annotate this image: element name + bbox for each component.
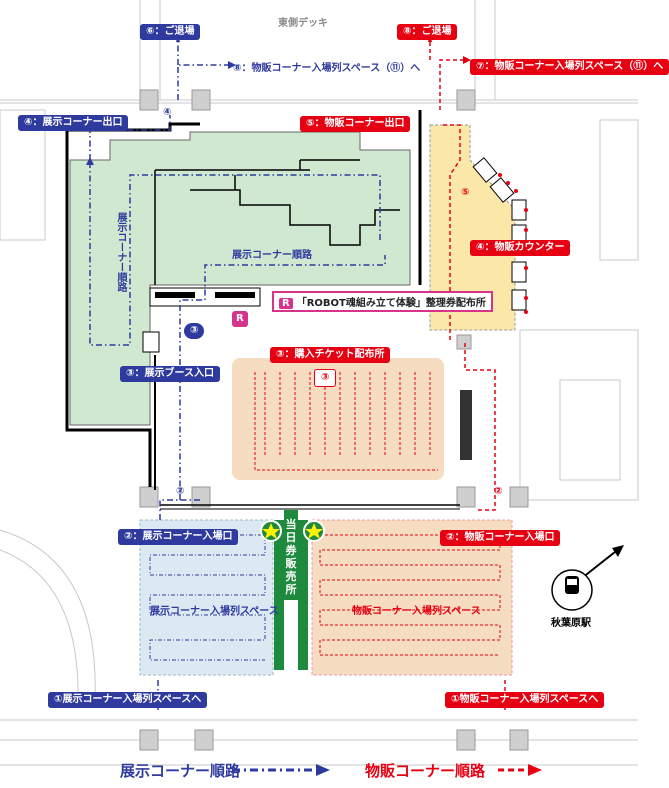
station-train-icon — [551, 545, 624, 611]
legend-goods-route: 物販コーナー順路 — [365, 762, 486, 780]
exhibit-route-vertical-label: 展示コーナー順路 — [115, 212, 126, 292]
robot-booth-bar — [155, 292, 195, 298]
goods-marker-3: ③ — [314, 369, 337, 387]
deck-label: 東側デッキ — [278, 18, 328, 29]
goods-marker-2: ② — [494, 486, 503, 497]
counter-dots — [498, 173, 528, 314]
exhibit-exit-gather-label: ⑥：ご退場 — [140, 24, 201, 40]
exhibit-to-queue-label: ①展示コーナー入場列スペースへ — [48, 692, 208, 708]
exhibit-route — [89, 40, 386, 710]
robot-marker: R — [232, 311, 248, 327]
goods-to-queue-space-label: ①物販コーナー入場列スペースへ — [445, 692, 605, 708]
exhibit-queue-lines — [149, 534, 266, 661]
goods-marker-5: ⑤ — [461, 187, 470, 198]
exhibit-exit-label: ④：展示コーナー出口 — [18, 115, 129, 131]
legend-exhibit-route: 展示コーナー順路 — [120, 762, 241, 780]
pillars — [139, 89, 529, 751]
goods-exit-gather-label: ⑧：ご退場 — [397, 24, 458, 40]
station-label: 秋葉原駅 — [551, 618, 591, 629]
ticket-booth-column-2 — [298, 520, 308, 670]
robot-label: 「ROBOT魂組み立て体験」整理券配布所 — [296, 298, 486, 309]
robot-badge: R — [279, 298, 293, 309]
star-markers — [260, 520, 325, 542]
legend-lines — [232, 764, 542, 776]
exhibit-marker-3: ③ — [184, 323, 205, 339]
goods-queue-lines — [319, 534, 501, 656]
robot-booth-bar-2 — [215, 292, 255, 298]
exhibit-to-goods-queue-label: ⑧：物販コーナー入場列スペース（⑪）へ — [233, 63, 421, 74]
ticket-distribution-label: ③：購入チケット配布所 — [270, 347, 391, 363]
ticket-queue-lines — [254, 372, 438, 471]
venue-floor-map — [0, 0, 639, 776]
exhibit-queue-space-label: 展示コーナー入場列スペース — [150, 606, 279, 617]
goods-to-queue-label: ⑦：物販コーナー入場列スペース（⑪）へ — [470, 59, 669, 75]
exhibit-queue-area — [139, 519, 274, 676]
goods-exit-label: ⑤：物販コーナー出口 — [300, 116, 411, 132]
hall-inner-walls — [154, 159, 400, 285]
robot-ticket-box: R「ROBOT魂組み立て体験」整理券配布所 — [272, 291, 493, 312]
ticket-booth-label: 当日券販売所 — [285, 518, 297, 596]
exhibit-marker-4: ④ — [163, 107, 172, 118]
ticket-booth-sign — [284, 510, 298, 600]
exhibit-booth-entrance-label: ③：展示ブース入口 — [120, 366, 220, 382]
ticket-booth-column — [274, 520, 284, 670]
goods-entrance-label: ②：物販コーナー入場口 — [440, 530, 561, 546]
ticket-wall — [460, 390, 472, 460]
goods-counter — [472, 157, 527, 311]
exhibit-marker-2: ② — [176, 486, 185, 497]
goods-queue-space-label: 物販コーナー入場列スペース — [352, 606, 481, 617]
goods-counter-label: ④：物販カウンター — [470, 240, 571, 256]
ticket-area — [232, 358, 444, 480]
booth-entrance-box — [142, 331, 160, 353]
exhibit-entrance-label: ②：展示コーナー入場口 — [118, 529, 239, 545]
exhibit-route-label: 展示コーナー順路 — [232, 250, 312, 261]
building-outlines — [0, 0, 639, 766]
